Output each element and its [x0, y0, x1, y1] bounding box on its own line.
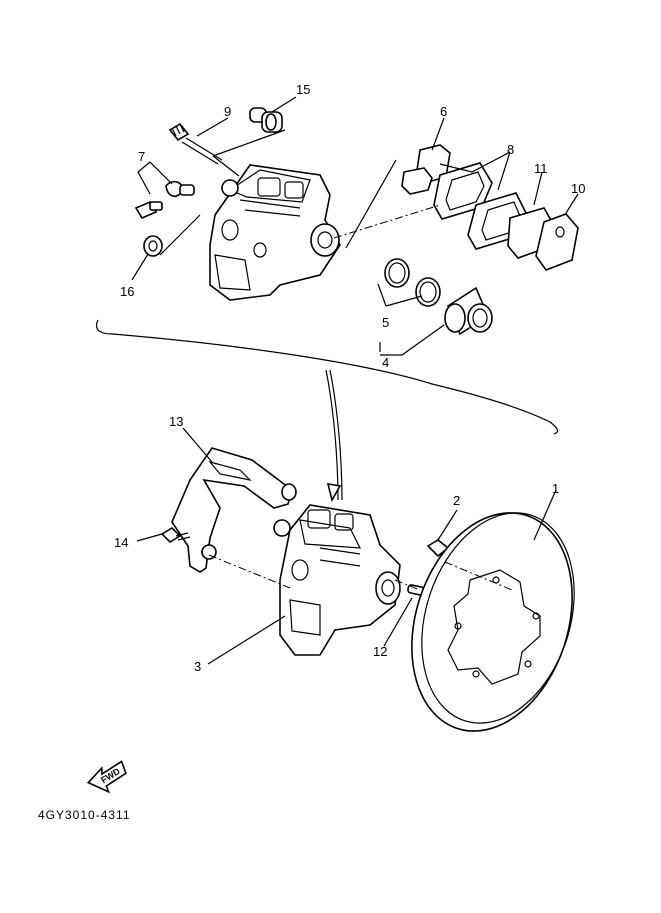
part-10-pad-shim [535, 213, 579, 271]
callout-16: 16 [120, 284, 135, 299]
callout-3: 3 [194, 659, 202, 674]
callout-2: 2 [453, 493, 461, 508]
callout-5: 5 [382, 315, 390, 330]
upper-caliper-body [209, 164, 341, 301]
part-5-piston-seals [384, 258, 441, 307]
callout-10: 10 [571, 181, 586, 196]
callout-9: 9 [224, 104, 232, 119]
callout-15: 15 [296, 82, 311, 97]
upper-leader-lines [131, 96, 579, 356]
part-7-bleed-screw [134, 180, 195, 220]
diagram-code: 4GY3010-4311 [38, 808, 131, 822]
part-6-pad-spring [401, 144, 451, 195]
lower-leader-lines [136, 427, 557, 665]
assembly-arrow [325, 369, 343, 503]
callout-7: 7 [138, 149, 146, 164]
part-13-caliper-bracket [171, 447, 297, 573]
part-14-bolt [160, 526, 191, 544]
lower-caliper-assembly [273, 504, 401, 656]
callout-1: 1 [552, 481, 560, 496]
callout-11: 11 [534, 161, 548, 176]
callout-8: 8 [507, 142, 515, 157]
part-16-cap [143, 235, 163, 257]
part-15-sleeve [249, 107, 283, 133]
callout-12: 12 [373, 644, 388, 659]
callout-6: 6 [440, 104, 448, 119]
callout-14: 14 [114, 535, 129, 550]
fwd-arrow-icon: FWD [86, 760, 127, 794]
part-9-pin [168, 122, 223, 165]
part-1-brake-disc [411, 512, 575, 732]
callout-4: 4 [382, 355, 390, 370]
callout-13: 13 [169, 414, 184, 429]
part-4-piston [444, 286, 493, 336]
group-bracket [95, 319, 559, 435]
